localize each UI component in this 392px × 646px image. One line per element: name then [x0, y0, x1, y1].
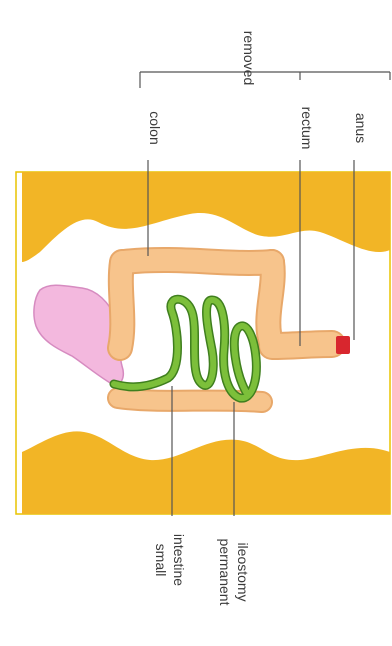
ileostomy-label: permanent ileostomy [217, 539, 251, 606]
svg-text:intestine: intestine [171, 534, 187, 586]
svg-text:ileostomy: ileostomy [235, 542, 251, 601]
anus-marker [336, 336, 350, 354]
svg-text:permanent: permanent [217, 539, 233, 606]
anus-label: anus [353, 113, 369, 143]
small-intestine-label: small intestine [153, 534, 187, 586]
colon-label: colon [147, 111, 163, 144]
removed-label: removed [241, 31, 257, 85]
rectum-label: rectum [299, 107, 315, 150]
svg-text:small: small [153, 544, 169, 577]
